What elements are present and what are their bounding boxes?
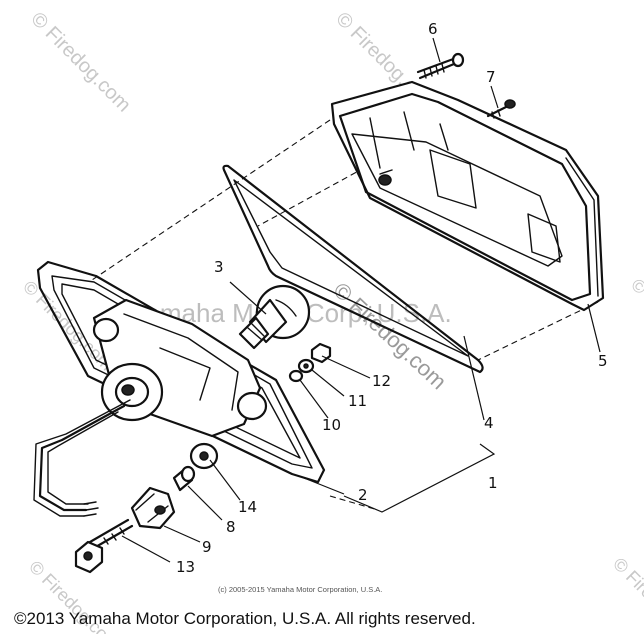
- wiring-harness: [33, 399, 131, 517]
- watermark-top-left: © Firedog.com: [26, 8, 135, 117]
- small-copyright: (c) 2005-2015 Yamaha Motor Corporation, …: [218, 585, 382, 594]
- callout-6: 6: [428, 20, 438, 38]
- callout-labels: 1 2 3 4 5 6 7 8 9 10 11 12 13 14: [176, 20, 608, 576]
- part-collar: [172, 465, 196, 492]
- part-screw-short: [486, 99, 516, 119]
- watermark-right-middle: © Firedog.com: [627, 275, 644, 373]
- part-base-body: [92, 298, 268, 438]
- part-bulb: [238, 284, 311, 350]
- part-lens-housing: [330, 80, 605, 312]
- copyright-notice: ©2013 Yamaha Motor Corporation, U.S.A. A…: [14, 609, 476, 628]
- leader-lines: [121, 37, 601, 563]
- callout-2: 2: [358, 486, 368, 504]
- part-rubber-mount: [130, 486, 176, 530]
- part-bezel: [36, 260, 326, 484]
- callout-7: 7: [486, 68, 496, 86]
- callout-1: 1: [488, 474, 498, 492]
- callout-10: 10: [322, 416, 341, 434]
- part-washers-nuts: [288, 342, 332, 383]
- part-grommet: [189, 442, 219, 470]
- callout-12: 12: [372, 372, 391, 390]
- callout-4: 4: [484, 414, 494, 432]
- part-gasket: [222, 164, 484, 374]
- callout-8: 8: [226, 518, 236, 536]
- watermark-bottom-right: © Firedog.com: [609, 554, 644, 634]
- part-screw-long: [416, 52, 465, 80]
- part-mounting-bolt: [74, 518, 134, 574]
- callout-5: 5: [598, 352, 608, 370]
- callout-11: 11: [348, 392, 367, 410]
- callout-3: 3: [214, 258, 224, 276]
- callout-14: 14: [238, 498, 257, 516]
- callout-13: 13: [176, 558, 195, 576]
- callout-9: 9: [202, 538, 212, 556]
